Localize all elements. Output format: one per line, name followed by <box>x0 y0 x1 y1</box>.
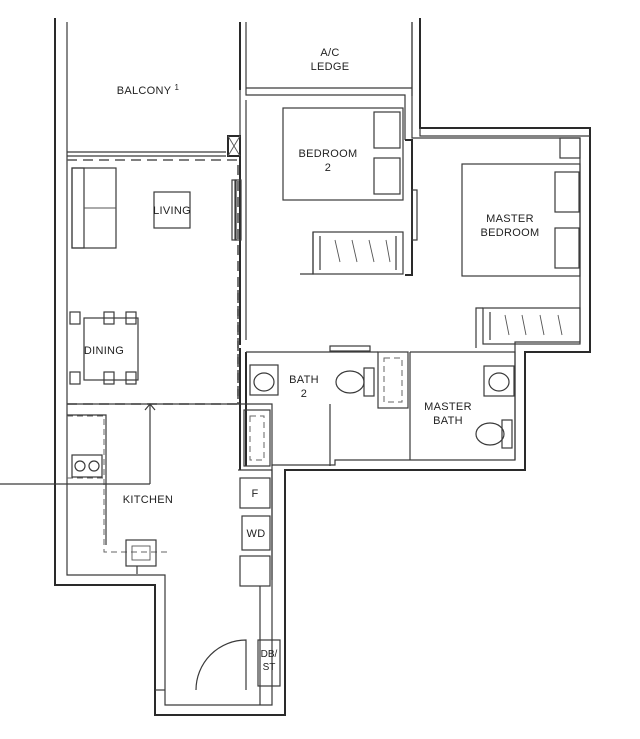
label-living: LIVING <box>153 205 191 217</box>
bed-master <box>461 163 581 277</box>
washer-dryer <box>241 515 271 551</box>
label-master-bath-line2: BATH <box>433 415 463 427</box>
label-bath2-line1: BATH <box>289 374 319 386</box>
label-balcony: BALCONY 1 <box>117 83 180 97</box>
label-dining: DINING <box>84 345 124 357</box>
dining-table <box>83 317 139 381</box>
label-bedroom2-line2: 2 <box>325 162 331 174</box>
label-bedroom2-line1: BEDROOM <box>299 148 358 160</box>
label-bath2-line2: 2 <box>301 388 307 400</box>
entry-door <box>195 639 247 691</box>
label-dbst-line1: DB/ <box>261 649 278 660</box>
label-dbst-line2: ST <box>263 662 276 673</box>
label-master-bath-line1: MASTER <box>424 401 472 413</box>
sink <box>125 539 157 567</box>
label-master-bedroom-line1: MASTER <box>486 213 534 225</box>
shower <box>377 351 409 409</box>
db-st <box>257 639 281 687</box>
fridge <box>239 477 271 509</box>
label-kitchen: KITCHEN <box>123 494 173 506</box>
hob <box>71 454 103 478</box>
label-master-bedroom-line2: BEDROOM <box>481 227 540 239</box>
label-ac-ledge-line2: LEDGE <box>311 61 350 73</box>
label-fridge: F <box>251 488 258 500</box>
bed-bedroom2 <box>282 107 404 201</box>
label-ac-ledge-line1: A/C <box>320 47 339 59</box>
label-washer-dryer: WD <box>247 528 266 540</box>
